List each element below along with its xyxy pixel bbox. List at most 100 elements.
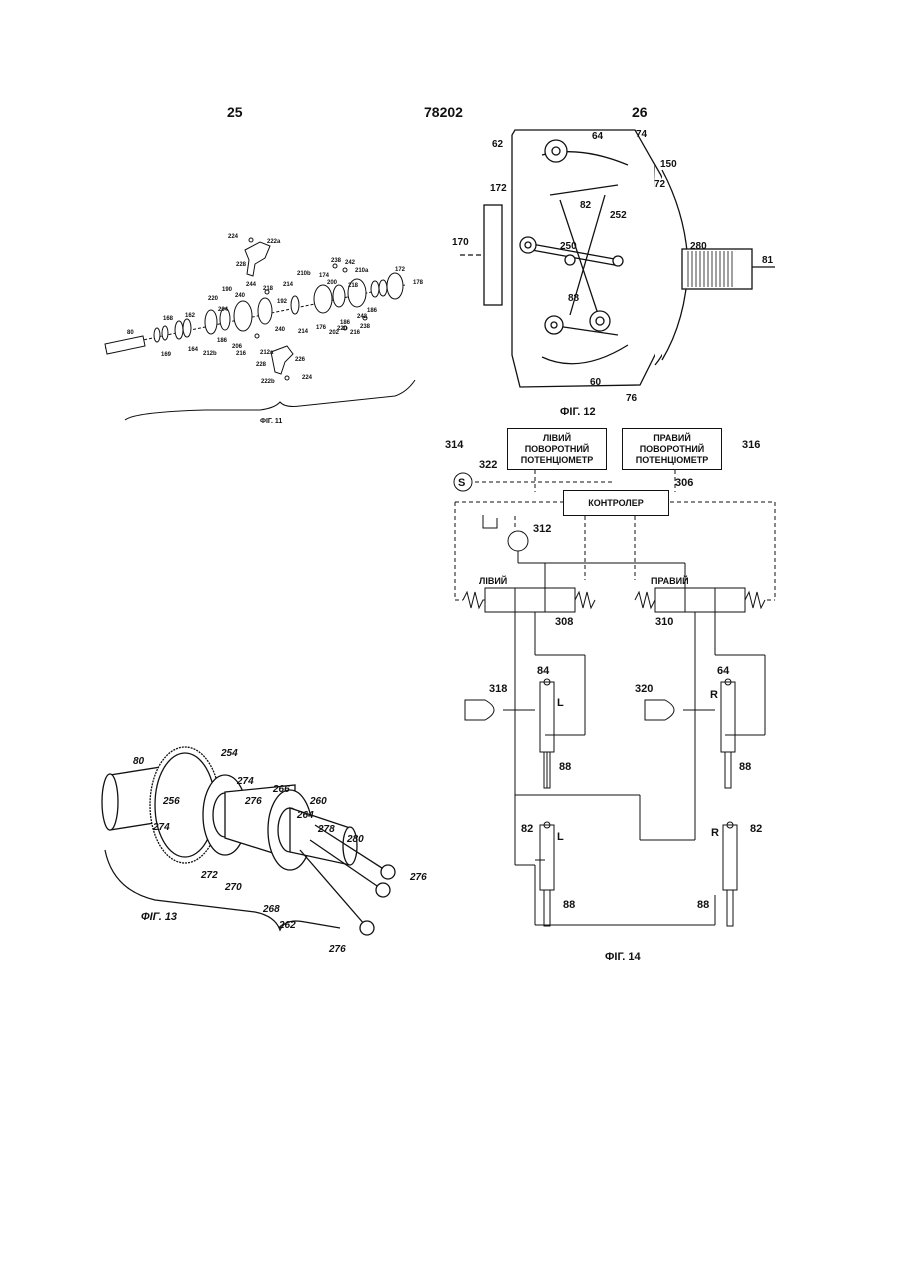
fig11-ref: 210b — [297, 271, 311, 277]
fig11-ref: 186 — [217, 338, 228, 344]
fig13-ref: 264 — [296, 810, 314, 821]
fig11-ref: 200 — [327, 280, 338, 286]
fig12-ref: 82 — [580, 200, 592, 211]
box-line: ПОВОРОТНИЙ — [623, 444, 721, 455]
fig11-ref: 222a — [267, 239, 281, 245]
fig13-ref: 276 — [244, 796, 262, 807]
fig13-caption: ФІГ. 13 — [141, 911, 177, 923]
ref-84: 84 — [537, 665, 550, 677]
fig13-ref: 274 — [236, 776, 254, 787]
ref-88: 88 — [697, 899, 709, 911]
fig11-ref: 218 — [348, 283, 359, 289]
fig11-ref: 178 — [413, 280, 424, 286]
right-valve-label: ПРАВИЙ — [651, 575, 689, 586]
fig11-ref: 218 — [263, 286, 274, 292]
fig13-ref: 280 — [346, 834, 364, 845]
fig12-ref: 60 — [590, 377, 602, 388]
cylinder-L-label: L — [557, 831, 564, 843]
fig13-ref: 266 — [272, 784, 290, 795]
ref-318: 318 — [489, 683, 507, 695]
fig11-ref: 172 — [395, 267, 406, 273]
fig11-ref: 212a — [260, 350, 274, 356]
fig13-ref: 268 — [262, 904, 280, 915]
fig11-ref: 210a — [355, 268, 369, 274]
fig13-ref: 254 — [220, 748, 238, 759]
fig11-ref: 192 — [277, 299, 288, 305]
ref-82-left: 82 — [521, 823, 533, 835]
fig11-ref: 168 — [163, 316, 174, 322]
fig11-ref: 214 — [283, 282, 294, 288]
ref-88: 88 — [563, 899, 575, 911]
fig13-shaft-coupling: 80 254 274 256 276 266 260 264 274 278 2… — [95, 740, 445, 960]
left-page-number: 25 — [227, 104, 243, 120]
fig13-ref: 80 — [133, 756, 145, 767]
fig12-ref: 250 — [560, 241, 577, 252]
ref-316: 316 — [742, 439, 760, 451]
fig12-ref: 88 — [568, 293, 580, 304]
fig11-ref: 162 — [185, 313, 196, 319]
fig13-ref: 278 — [317, 824, 335, 835]
controller-label: КОНТРОЛЕР — [564, 491, 668, 515]
fig11-ref: 212b — [203, 351, 217, 357]
cylinder-L-label: L — [557, 697, 564, 709]
fig11-ref: 206 — [232, 344, 243, 350]
fig11-ref: 174 — [319, 273, 330, 279]
fig13-ref: 262 — [278, 920, 296, 931]
fig13-ref: 260 — [309, 796, 327, 807]
fig12-ref: 280 — [690, 241, 707, 252]
box-line: ПРАВИЙ — [623, 433, 721, 444]
ref-322: 322 — [479, 459, 497, 471]
fig11-ref: 220 — [208, 296, 219, 302]
fig12-ref: 150 — [660, 159, 677, 170]
fig11-ref: 216 — [350, 330, 361, 336]
fig12-ref: 76 — [626, 393, 638, 404]
fig11-ref: 204 — [218, 307, 229, 313]
fig12-caption: ФІГ. 12 — [560, 406, 596, 415]
right-potentiometer-box: ПРАВИЙ ПОВОРОТНИЙ ПОТЕНЦІОМЕТР — [622, 428, 722, 470]
fig12-actuator-assembly: 62 64 74 150 72 172 82 252 170 250 280 8… — [450, 125, 780, 415]
fig11-ref: 169 — [161, 352, 172, 358]
fig12-ref: 252 — [610, 210, 627, 221]
fig12-ref: 81 — [762, 255, 774, 266]
fig11-ref: 226 — [295, 357, 306, 363]
fig11-ref: 164 — [188, 347, 199, 353]
box-line: ПОВОРОТНИЙ — [508, 444, 606, 455]
cylinder-R-label: R — [710, 689, 718, 701]
ref-314: 314 — [445, 439, 464, 451]
fig12-ref: 172 — [490, 183, 507, 194]
fig11-ref: 228 — [256, 362, 267, 368]
fig11-ref: 240 — [275, 327, 286, 333]
fig11-ref: 224 — [302, 375, 313, 381]
fig12-ref: 74 — [636, 129, 648, 140]
fig11-ref: 238 — [331, 258, 342, 264]
fig11-ref: 240 — [235, 293, 246, 299]
left-valve-label: ЛІВИЙ — [479, 575, 507, 586]
fig11-exploded-view: 224 222a 228 80 168 169 162 164 212b 190… — [95, 220, 440, 435]
fig11-ref: 238 — [360, 324, 371, 330]
fig12-ref: 170 — [452, 237, 469, 248]
ref-308: 308 — [555, 616, 573, 628]
box-line: ПОТЕНЦІОМЕТР — [623, 455, 721, 466]
ref-88: 88 — [739, 761, 751, 773]
controller-box: КОНТРОЛЕР — [563, 490, 669, 516]
fig13-ref: 256 — [162, 796, 180, 807]
fig11-ref: 228 — [236, 262, 247, 268]
fig13-ref: 276 — [409, 872, 427, 883]
right-page-number: 26 — [632, 104, 648, 120]
fig11-caption: ФІГ. 11 — [260, 418, 282, 425]
fig11-ref: 224 — [228, 234, 239, 240]
fig12-ref: 62 — [492, 139, 504, 150]
ref-82-right: 82 — [750, 823, 762, 835]
fig11-ref: 202 — [329, 330, 340, 336]
fig11-ref: 176 — [316, 325, 327, 331]
fig11-ref: 80 — [127, 330, 134, 336]
fig14-caption: ФІГ. 14 — [605, 951, 642, 963]
fig12-ref: 64 — [592, 131, 604, 142]
ref-312: 312 — [533, 523, 551, 535]
fig11-ref: 214 — [298, 329, 309, 335]
fig11-ref: 186 — [367, 308, 378, 314]
box-line: ПОТЕНЦІОМЕТР — [508, 455, 606, 466]
ref-88: 88 — [559, 761, 571, 773]
fig12-ref: 72 — [654, 179, 666, 190]
ref-310: 310 — [655, 616, 673, 628]
